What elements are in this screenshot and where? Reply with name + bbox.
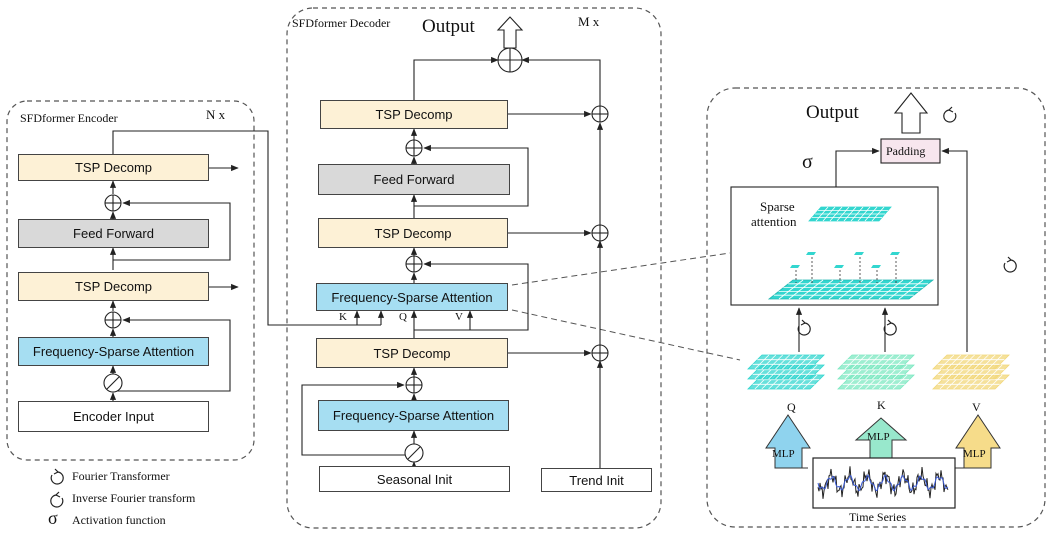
k-grid-stack (837, 354, 915, 390)
mlp-label-k: MLP (867, 431, 890, 443)
encoder-input: Encoder Input (18, 401, 209, 432)
v-grid-stack (932, 354, 1010, 390)
decoder-k-label: K (339, 311, 347, 323)
mlp-label-v: MLP (963, 448, 986, 460)
decoder-q-label: Q (399, 311, 407, 323)
detail-q-label: Q (787, 400, 796, 414)
decoder-panel (286, 7, 662, 529)
time-series-trend (817, 474, 949, 492)
seasonal-init: Seasonal Init (319, 466, 510, 492)
time-series-label: Time Series (849, 510, 907, 524)
encoder-repeat-label: N x (206, 107, 226, 122)
encoder-panel (6, 100, 255, 461)
trend-init: Trend Init (541, 468, 652, 492)
decoder-title: SFDformer Decoder (292, 16, 391, 30)
decoder-self-attention: Frequency-Sparse Attention (318, 400, 509, 431)
detail-panel (706, 87, 1046, 528)
detail-output-arrow-icon (893, 92, 929, 134)
q-grid-stack (747, 354, 825, 390)
legend-inverse-fourier-icon (50, 491, 64, 508)
detail-v-label: V (972, 400, 981, 414)
encoder-tsp-decomp-top: TSP Decomp (18, 154, 209, 181)
encoder-tsp-decomp-bottom: TSP Decomp (18, 272, 209, 301)
fourier-icon (797, 256, 1017, 336)
padding-label: Padding (886, 144, 926, 158)
sigma-icon: σ (802, 151, 813, 173)
decoder-output-arrow-icon (496, 16, 524, 49)
mlp-arrow-q (765, 414, 811, 469)
detail-k-label: K (877, 398, 886, 412)
mlp-arrow-k (854, 417, 908, 459)
sparse-attention-grid-bottom (767, 279, 935, 300)
time-series-box (812, 457, 956, 509)
legend-inverse-fourier-text: Inverse Fourier transform (72, 491, 196, 505)
encoder-sum-nodes (103, 194, 123, 393)
padding-box (880, 138, 941, 164)
inverse-fourier-icon (943, 106, 957, 123)
encoder-frequency-sparse-attention: Frequency-Sparse Attention (18, 337, 209, 366)
legend-sigma-icon: σ (48, 508, 58, 528)
decoder-tsp-decomp-top: TSP Decomp (320, 100, 508, 129)
decoder-tsp-decomp-mid: TSP Decomp (318, 218, 508, 248)
sparse-label-line1: Sparse (760, 199, 795, 214)
mlp-label-q: MLP (772, 448, 795, 460)
detail-output-label: Output (806, 102, 859, 123)
legend-fourier-icon (50, 468, 64, 485)
legend-activation-text: Activation function (72, 513, 166, 527)
encoder-title: SFDformer Encoder (20, 111, 118, 125)
mlp-arrow-v (955, 414, 1001, 469)
decoder-sum-nodes (404, 47, 609, 463)
decoder-tsp-decomp-bottom: TSP Decomp (316, 338, 508, 368)
encoder-feed-forward: Feed Forward (18, 219, 209, 248)
decoder-repeat-label: M x (578, 14, 600, 29)
sparse-attention-selected-points (790, 252, 900, 283)
decoder-v-label: V (455, 311, 463, 323)
zoom-line-bottom (511, 309, 741, 361)
legend-fourier-text: Fourier Transformer (72, 469, 170, 483)
zoom-line-top (511, 252, 731, 286)
decoder-output-label: Output (422, 16, 475, 37)
sparse-label-line2: attention (751, 214, 797, 229)
sparse-attention-grid-top (808, 206, 892, 222)
decoder-feed-forward: Feed Forward (318, 164, 510, 195)
decoder-cross-attention: Frequency-Sparse Attention (316, 283, 508, 311)
